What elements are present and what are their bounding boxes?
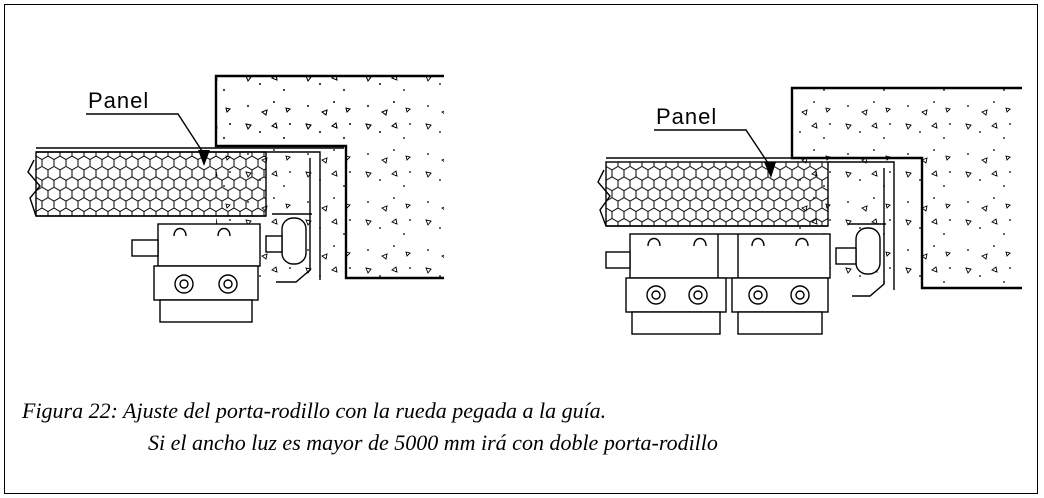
- right-panel: [597, 157, 920, 227]
- left-roller-holder: [131, 223, 261, 323]
- caption-line-2: Si el ancho luz es mayor de 5000 mm irá …: [148, 430, 718, 455]
- left-panel: [27, 147, 344, 217]
- right-panel-label: Panel: [656, 104, 717, 129]
- right-panel-leader: [654, 129, 771, 167]
- left-panel-label: Panel: [88, 88, 149, 113]
- left-roller-wheel: [265, 217, 307, 265]
- right-guide-rail: [828, 161, 895, 297]
- right-detail: Panel: [597, 86, 1022, 335]
- left-panel-leader: [86, 113, 205, 155]
- caption-line-1: Figura 22: Ajuste del porta-rodillo con …: [22, 398, 607, 423]
- right-double-roller-holder: [605, 233, 831, 335]
- left-detail: Panel: [27, 74, 444, 323]
- right-roller-wheel: [835, 227, 881, 275]
- left-guide-rail: [266, 151, 321, 283]
